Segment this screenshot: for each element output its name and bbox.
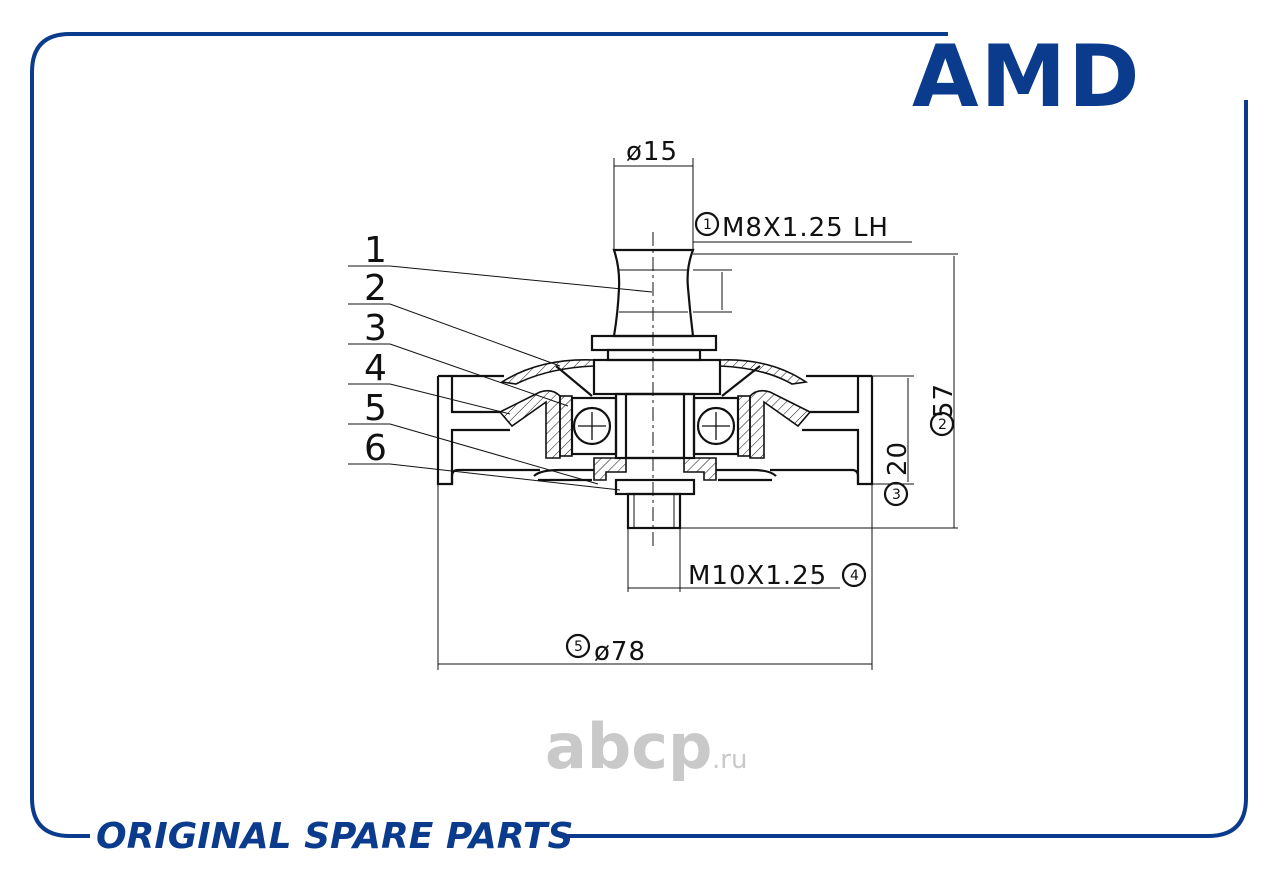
bearing-housing-right <box>737 395 751 457</box>
ref-circle-3 <box>883 481 909 507</box>
callout-3: 3 <box>348 308 569 407</box>
ref-circle-5 <box>565 633 591 659</box>
ball-left <box>572 406 612 446</box>
bottom-shield <box>533 468 777 477</box>
svg-text:6: 6 <box>364 428 387 469</box>
dim-outer-diameter: ø78 <box>594 637 646 667</box>
svg-text:1: 1 <box>703 217 712 233</box>
callout-2: 2 <box>348 268 561 367</box>
svg-text:1: 1 <box>364 230 387 271</box>
sleeve <box>614 392 696 460</box>
brand-logo: AMD <box>912 27 1142 127</box>
dust-shield <box>499 359 595 385</box>
dim-thread-top: M8X1.25 LH <box>722 213 889 243</box>
frame-border-right <box>562 100 1248 838</box>
ball-right <box>696 406 736 446</box>
dim-width: 20 <box>883 441 913 476</box>
ref-circle-2 <box>929 411 955 437</box>
svg-text:5: 5 <box>574 639 583 655</box>
ref-circle-4 <box>841 562 867 588</box>
svg-text:2: 2 <box>938 417 947 433</box>
frame-border <box>30 32 948 838</box>
svg-text:4: 4 <box>850 568 859 584</box>
callout-6: 6 <box>348 428 621 491</box>
hub <box>592 358 722 396</box>
dim-thread-bottom: M10X1.25 <box>688 561 827 591</box>
pulley-web-left <box>498 389 561 459</box>
retainer-left <box>593 457 627 481</box>
svg-text:3: 3 <box>892 487 901 503</box>
ref-circle-1 <box>694 211 720 237</box>
washer <box>590 334 718 352</box>
svg-text:3: 3 <box>364 308 387 349</box>
pulley-web-right <box>749 389 812 459</box>
dim-shaft-diameter: ø15 <box>626 137 678 167</box>
callout-1: 1 <box>348 230 653 293</box>
watermark-main: abcp <box>545 710 712 783</box>
bottom-stud <box>626 492 682 530</box>
svg-text:2: 2 <box>364 268 387 309</box>
svg-text:5: 5 <box>364 388 387 429</box>
footer-text: ORIGINAL SPARE PARTS <box>96 816 573 857</box>
svg-text:4: 4 <box>364 348 387 389</box>
callout-5: 5 <box>348 388 599 485</box>
callout-4: 4 <box>348 348 511 415</box>
watermark-suffix: .ru <box>712 745 747 775</box>
